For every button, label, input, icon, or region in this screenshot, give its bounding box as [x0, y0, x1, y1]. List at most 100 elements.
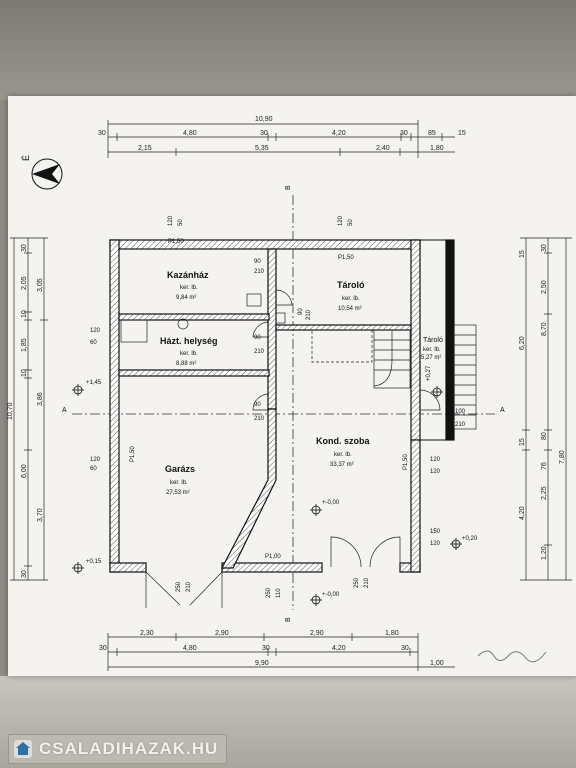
door-60-left-2: 60 — [90, 466, 97, 472]
window-label-top-left: P1,50 — [168, 239, 184, 245]
watermark-badge: CSALADIHAZAK.HU — [8, 734, 228, 764]
room-area-tarolo-side: 5,27 m² — [421, 355, 441, 361]
section-mark-a-left: A — [62, 407, 67, 414]
dim-left-5: 3,86 — [37, 392, 44, 406]
dim-top-2-1: 4,80 — [183, 130, 197, 137]
dim-top-2-2: 30 — [260, 130, 268, 137]
level-label-2: +0,15 — [86, 559, 102, 565]
room-sub-tarolo-top: ker. lb. — [342, 296, 360, 302]
opening-120-top-l: 120 — [168, 215, 174, 226]
right-dimensions — [520, 237, 572, 581]
door-150-right: 150 — [430, 529, 441, 535]
window-label-garage: P1,50 — [130, 446, 136, 462]
dim-right-c2-3: 80 — [541, 432, 548, 440]
dim-left-3: 1,85 — [21, 338, 28, 352]
dim-right-c2-5: 1,20 — [541, 546, 548, 560]
door-210-3: 210 — [254, 416, 265, 422]
room-name-haztartasi: Házt. helység — [160, 336, 218, 346]
dim-bottom-2-0: 30 — [99, 645, 107, 652]
door-120-right: 120 — [430, 457, 441, 463]
room-name-tarolo-side: Tároló — [423, 337, 443, 344]
room-name-kazanhaz: Kazánház — [167, 270, 209, 280]
room-name-garazs: Garázs — [165, 464, 195, 474]
opening-50-top-l: 50 — [178, 219, 184, 226]
dim-top-3-3: 1,80 — [430, 145, 444, 152]
room-name-tarolo-top: Tároló — [337, 280, 365, 290]
dim-overall-top: 10,90 — [255, 116, 273, 123]
door-90-1: 90 — [254, 259, 261, 265]
dim-right-0: 15 — [519, 250, 526, 258]
dim-bottom-1-1: 2,90 — [215, 630, 229, 637]
handwritten-note — [477, 650, 547, 663]
dim-left-2: 10 — [21, 310, 28, 318]
window-label-bottom: P1,00 — [265, 554, 281, 560]
window-label-kond: P1,50 — [403, 454, 409, 470]
dim-right-c2-4: 2,25 — [541, 486, 548, 500]
dim-top-2-3: 4,20 — [332, 130, 346, 137]
dim-top-2-5: 85 — [428, 130, 436, 137]
dim-left-6: 6,00 — [21, 464, 28, 478]
opening-120-top-r: 120 — [338, 215, 344, 226]
room-area-haztartasi: 8,88 m² — [176, 361, 196, 367]
door-90-2: 90 — [254, 335, 261, 341]
window-label-top-right: P1,50 — [338, 255, 354, 261]
svg-text:É: É — [21, 155, 31, 161]
door-120-left-2: 120 — [90, 457, 101, 463]
door-210-5: 210 — [455, 422, 466, 428]
dim-left-8: 30 — [21, 570, 28, 578]
door-250-bottom: 250 — [266, 587, 272, 598]
dim-right-c3-0: 7,80 — [559, 450, 566, 464]
dim-left-4: 10 — [21, 369, 28, 377]
door-120-right-b: 120 — [430, 469, 441, 475]
dim-left-col2: 3,05 — [37, 278, 44, 292]
level-label-3: +0,27 — [426, 365, 432, 381]
room-sub-kazanhaz: ker. lb. — [180, 285, 198, 291]
dim-left-1: 2,05 — [21, 276, 28, 290]
door-210-2: 210 — [254, 349, 265, 355]
dim-bottom-extra: 1,00 — [430, 660, 444, 667]
dim-left-7: 3,70 — [37, 508, 44, 522]
dim-right-c2-1: 2,50 — [541, 280, 548, 294]
section-mark-b-top: B — [285, 185, 292, 190]
room-area-tarolo-top: 10,54 m² — [338, 306, 362, 312]
dim-left-outer: 10,70 — [7, 402, 14, 420]
door-90-3: 90 — [254, 402, 261, 408]
dim-bottom-2-1: 4,80 — [183, 645, 197, 652]
door-60-left: 60 — [90, 340, 97, 346]
dim-top-2-6: 15 — [458, 130, 466, 137]
door-250-kond: 250 — [354, 577, 360, 588]
door-120-right-c: 120 — [430, 541, 441, 547]
dim-left-0: 30 — [21, 244, 28, 252]
room-sub-garazs: ker. lb. — [170, 480, 188, 486]
dim-right-c2-2: 8,70 — [541, 322, 548, 336]
room-sub-kond: ker. lb. — [334, 452, 352, 458]
room-name-kond: Kond. szoba — [316, 436, 370, 446]
dim-right-c2-0: 30 — [541, 244, 548, 252]
dim-bottom-1-3: 1,80 — [385, 630, 399, 637]
left-dimensions — [10, 237, 48, 581]
room-sub-tarolo-side: ker. lb. — [423, 347, 441, 353]
level-label-4: +-0,00 — [322, 500, 340, 506]
dim-top-3-2: 2,40 — [376, 145, 390, 152]
door-210-1: 210 — [254, 269, 265, 275]
section-mark-b-bottom: B — [285, 617, 292, 622]
opening-50-top-r: 50 — [348, 219, 354, 226]
door-swings — [120, 289, 441, 608]
dim-bottom-2-4: 30 — [401, 645, 409, 652]
room-sub-haztartasi: ker. lb. — [180, 351, 198, 357]
outside-stairs — [453, 324, 477, 430]
level-label-6: +0,20 — [462, 536, 478, 542]
dim-top-3-1: 5,35 — [255, 145, 269, 152]
dim-top-2-0: 30 — [98, 130, 106, 137]
top-dimensions — [107, 120, 455, 158]
bottom-dimensions — [107, 633, 455, 671]
interior-stairs — [311, 329, 411, 389]
dim-right-2: 15 — [519, 438, 526, 446]
dim-bottom-1-2: 2,90 — [310, 630, 324, 637]
room-area-garazs: 27,53 m² — [166, 490, 190, 496]
dim-right-3: 4,20 — [519, 506, 526, 520]
background-top — [0, 0, 576, 100]
level-label-1: +1,45 — [86, 380, 102, 386]
door-210-kond: 210 — [364, 577, 370, 588]
